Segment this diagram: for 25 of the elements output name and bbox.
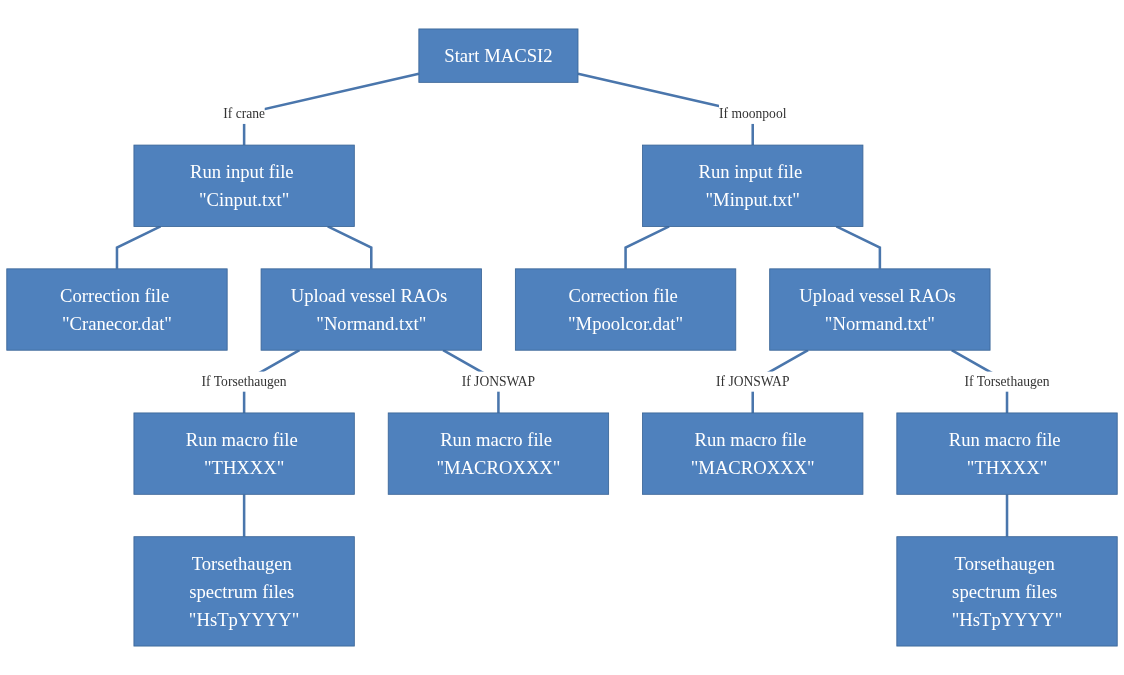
node-box: Correction file "Mpoolcor.dat" — [514, 268, 737, 351]
node-box: Run macro file "MACROXXX" — [387, 412, 610, 495]
edge-label: If JONSWAP — [715, 373, 790, 389]
edge-label: If Torsethaugen — [964, 373, 1050, 389]
connector — [115, 225, 162, 269]
edge-label: If Torsethaugen — [201, 373, 287, 389]
node-box: Upload vessel RAOs "Normand.txt" — [260, 268, 482, 351]
edge-label: If JONSWAP — [461, 373, 536, 389]
node-box: Torsethaugen spectrum files "HsTpYYYY" — [133, 536, 355, 647]
node-box: Torsethaugen spectrum files "HsTpYYYY" — [896, 536, 1118, 647]
node-box: Start MACSI2 — [418, 28, 579, 83]
connector — [835, 225, 882, 269]
connector — [624, 225, 670, 269]
node-box: Run input file "Cinput.txt" — [133, 144, 355, 227]
node-box: Run input file "Minput.txt" — [642, 144, 864, 227]
edge-label: If crane — [223, 106, 266, 121]
node-box: Correction file "Cranecor.dat" — [6, 268, 228, 351]
node-box: Run macro file "THXXX" — [896, 412, 1118, 495]
node-box: Run macro file "THXXX" — [133, 412, 355, 495]
node-box: Run macro file "MACROXXX" — [642, 412, 864, 495]
node-box: Upload vessel RAOs "Normand.txt" — [769, 268, 991, 351]
connector — [242, 494, 246, 537]
connector — [327, 225, 373, 269]
connector — [1005, 494, 1009, 537]
edge-label: If moonpool — [719, 106, 787, 121]
